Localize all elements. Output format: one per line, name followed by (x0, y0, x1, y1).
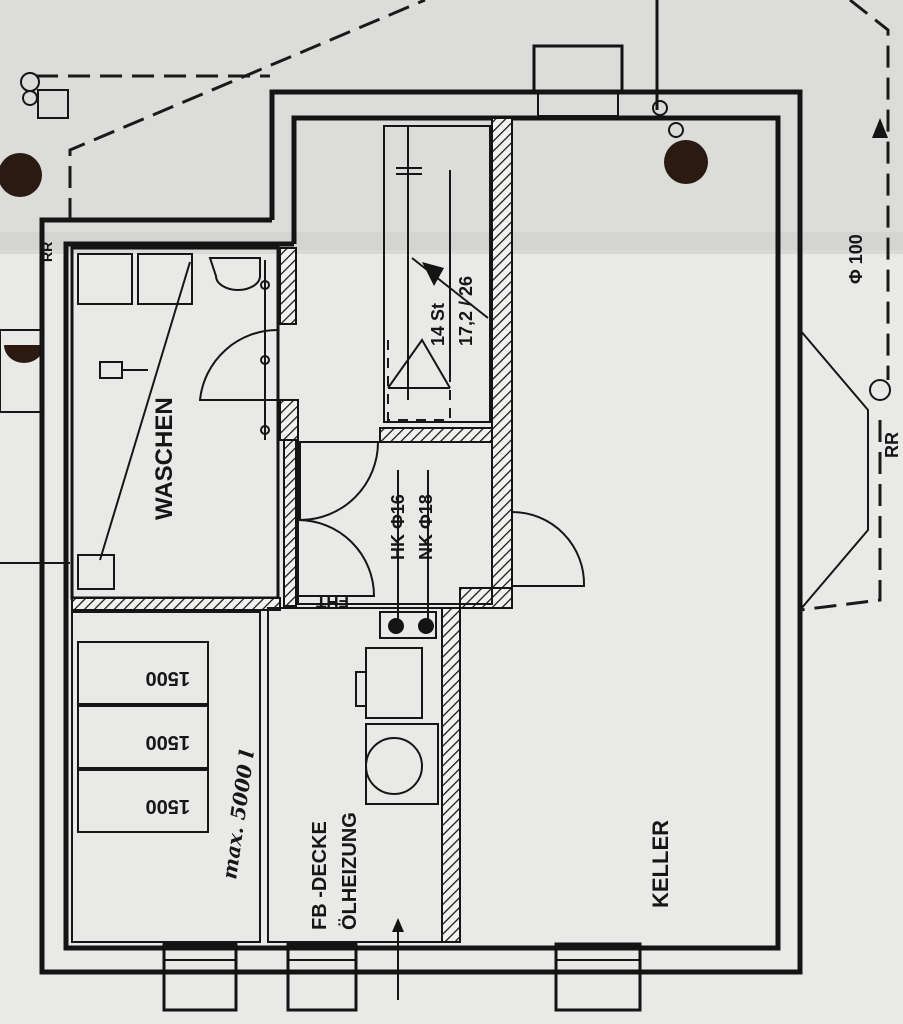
valve-symbol (99, 361, 123, 379)
drain-label-rr-left: RR (39, 242, 55, 262)
drain-label-rr-right: RR (882, 432, 902, 458)
water-heater (365, 737, 423, 795)
drain-box (77, 554, 115, 590)
stair-area (383, 125, 491, 423)
oil-tank-3 (77, 769, 209, 833)
window-top (537, 91, 619, 117)
dryer (137, 253, 193, 305)
stair-diag (411, 257, 489, 319)
fht-label: FHT (315, 592, 349, 611)
drain-symbol (652, 100, 668, 116)
hatched-wall (283, 439, 297, 607)
tank-capacity-note: max. 5000 l (217, 748, 259, 881)
vent-arrow-head (392, 918, 404, 932)
door-fht (297, 519, 376, 597)
punch-hole (668, 340, 708, 360)
boiler (365, 647, 423, 719)
punch-hole (4, 345, 44, 363)
hatched-wall (279, 247, 297, 325)
oil-tank-3-label: 1500 (146, 795, 191, 817)
outer-wall (39, 89, 803, 975)
punch-hole (664, 140, 708, 184)
hatched-wall (279, 399, 299, 441)
hall-room (297, 441, 493, 605)
light-well-bottom (554, 942, 642, 1012)
inner-outer-wall (63, 115, 781, 951)
door-hall (299, 441, 379, 522)
pump-box (379, 611, 437, 639)
heating-room (267, 607, 443, 943)
drain-symbol (37, 89, 69, 119)
oil-tank-1-label: 1500 (146, 667, 191, 689)
drain-pipe (99, 261, 191, 561)
tap (260, 425, 270, 435)
hatched-wall (379, 427, 493, 443)
hatched-wall (441, 607, 461, 943)
sink (208, 257, 261, 291)
stair-arrow (422, 262, 444, 286)
pump-valve (418, 618, 434, 634)
oil-tank-2-label: 1500 (146, 731, 191, 753)
pump-valve (388, 618, 404, 634)
room-label-keller: KELLER (648, 820, 673, 908)
drain-line-right (849, 0, 890, 380)
drain-bracket (799, 329, 869, 611)
door-waschen (198, 328, 279, 401)
stair-count-label: 14 St (428, 303, 448, 346)
left-pillar (0, 329, 43, 413)
hatched-wall (71, 597, 281, 611)
stair-landing (387, 340, 451, 421)
pipe-label-hk: HK Φ16 (388, 494, 408, 560)
room-label-oelheizung: ÖLHEIZUNG (338, 812, 361, 930)
light-well-bottom (286, 942, 358, 1012)
boiler-handle (355, 671, 367, 707)
drain-label-diameter: Φ 100 (846, 234, 866, 284)
boundary-line (68, 0, 426, 220)
tap (260, 280, 270, 290)
punch-hole (0, 153, 42, 197)
stair-x (387, 338, 451, 389)
oil-tank-1 (77, 641, 209, 705)
stair-ratio-label: 17,2 / 26 (456, 276, 476, 346)
drain-line-right (799, 420, 882, 612)
washer (77, 253, 133, 305)
drain-arrow (872, 118, 888, 138)
oil-tank-2 (77, 705, 209, 769)
hatched-wall (491, 117, 513, 589)
drain-symbol (668, 122, 684, 138)
room-label-fb-decke: FB -DECKE (309, 821, 331, 930)
light-well-bottom (162, 942, 238, 1012)
pipe-label-nk: NK Φ18 (416, 494, 436, 560)
tank-room (71, 611, 261, 943)
door-keller (511, 511, 586, 587)
tap (260, 355, 270, 365)
room-label-waschen: WASCHEN (151, 397, 178, 520)
drain-valve (869, 379, 891, 401)
